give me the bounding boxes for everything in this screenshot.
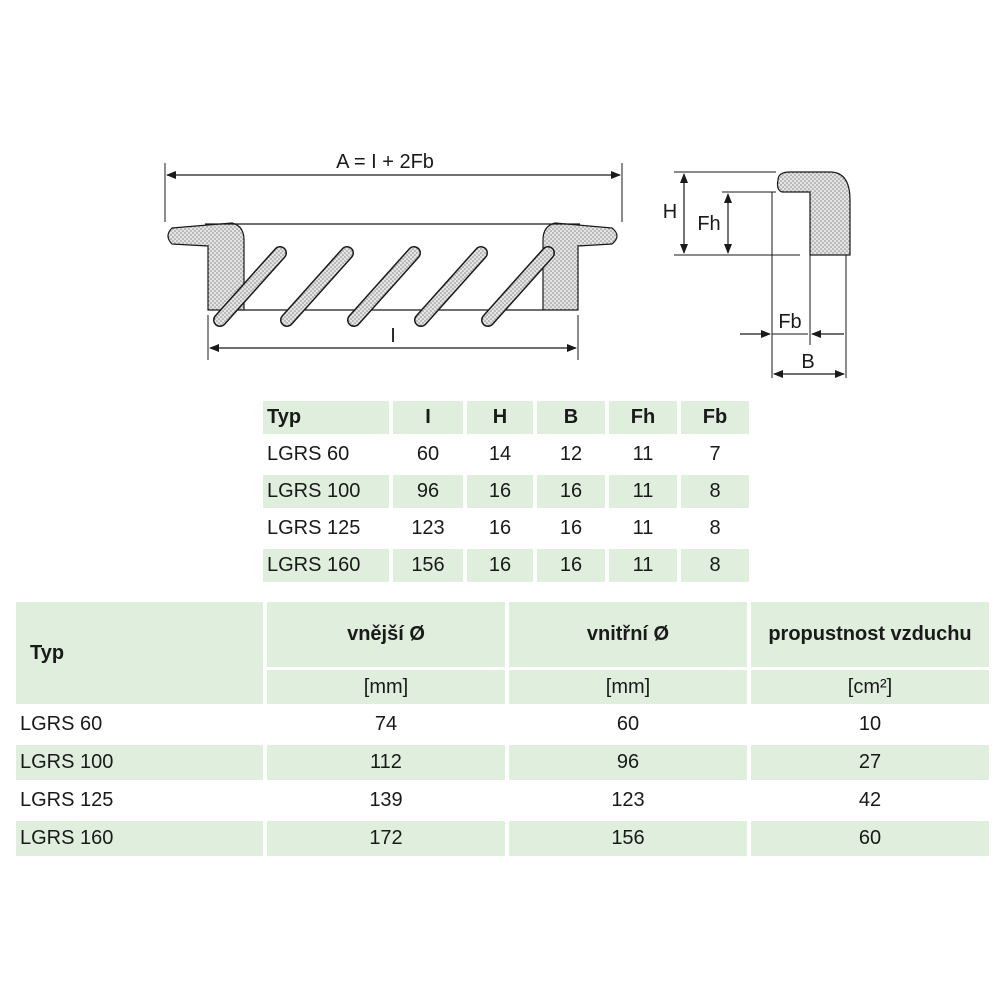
header-fh: Fh (609, 401, 677, 434)
cell-inner-diameter: 123 (611, 789, 645, 811)
cell-h: 16 (467, 549, 533, 582)
cell-b: 16 (537, 549, 605, 582)
cell-fh: 11 (609, 549, 677, 582)
cell-b: 16 (537, 475, 605, 508)
header-fb: Fb (681, 401, 749, 434)
cell-inner-diameter: 96 (509, 745, 747, 780)
table-row: LGRS 100 112 96 27 (16, 745, 989, 780)
cell-typ: LGRS 160 (263, 549, 389, 582)
dimensions-header-row: Typ I H B Fh Fb (263, 401, 749, 434)
header-i: I (393, 401, 463, 434)
table-row: LGRS 125 139 123 42 (16, 783, 989, 818)
cell-air-permeability: 27 (751, 745, 989, 780)
flow-unit-row: [mm] [mm] [cm²] (16, 670, 989, 704)
label-fb: Fb (778, 311, 801, 333)
cell-fb: 7 (709, 443, 721, 465)
unit-inner-diameter: [mm] (509, 670, 747, 704)
cell-fb: 8 (681, 549, 749, 582)
profile-detail: H Fh Fb B (663, 171, 851, 378)
table-row: LGRS 125 123 16 16 11 8 (263, 512, 749, 545)
cell-outer-diameter: 74 (374, 713, 398, 735)
cell-h: 16 (467, 475, 533, 508)
cell-typ: LGRS 60 (20, 713, 103, 735)
header-typ: Typ (16, 602, 263, 704)
table-row: LGRS 60 74 60 10 (16, 707, 989, 742)
dimension-a: A = I + 2Fb (164, 151, 623, 222)
header-typ: Typ (263, 401, 389, 434)
technical-drawing: A = I + 2Fb I (164, 151, 851, 378)
label-overall-width: A = I + 2Fb (336, 151, 434, 173)
cell-typ: LGRS 125 (20, 789, 114, 811)
flow-header-row: Typ vnější Ø vnitřní Ø propustnost vzduc… (16, 602, 989, 704)
grille-cross-section (167, 222, 618, 327)
cell-typ: LGRS 100 (263, 475, 389, 508)
cell-typ: LGRS 160 (16, 821, 263, 856)
dimension-i: I (207, 315, 579, 360)
header-outer-diameter: vnější Ø (267, 602, 505, 668)
label-fh: Fh (697, 213, 720, 235)
dimensions-table: Typ I H B Fh Fb LGRS 60 60 14 12 11 7 LG… (259, 397, 753, 586)
header-air-permeability: propustnost vzduchu (751, 602, 989, 668)
header-h: H (467, 401, 533, 434)
header-inner-diameter: vnitřní Ø (509, 602, 747, 668)
cell-i: 60 (416, 443, 440, 465)
unit-outer-diameter: [mm] (267, 670, 505, 704)
cell-fb: 8 (681, 475, 749, 508)
cell-inner-diameter: 156 (509, 821, 747, 856)
cell-air-permeability: 42 (858, 789, 882, 811)
cell-b: 16 (559, 517, 583, 539)
label-inner-width: I (390, 325, 396, 347)
cell-b: 12 (559, 443, 583, 465)
cell-fh: 11 (609, 475, 677, 508)
label-height: H (663, 201, 677, 223)
cell-i: 123 (411, 517, 445, 539)
cell-outer-diameter: 139 (369, 789, 403, 811)
header-b: B (537, 401, 605, 434)
cell-h: 14 (488, 443, 512, 465)
cell-air-permeability: 60 (751, 821, 989, 856)
table-row: LGRS 60 60 14 12 11 7 (263, 438, 749, 471)
cell-inner-diameter: 60 (616, 713, 640, 735)
cell-h: 16 (488, 517, 512, 539)
table-row: LGRS 100 96 16 16 11 8 (263, 475, 749, 508)
flow-table: Typ vnější Ø vnitřní Ø propustnost vzduc… (12, 599, 993, 859)
cell-typ: LGRS 100 (16, 745, 263, 780)
unit-air-permeability: [cm²] (751, 670, 989, 704)
cell-typ: LGRS 125 (267, 517, 361, 539)
cell-fh: 11 (632, 443, 654, 465)
cell-i: 156 (393, 549, 463, 582)
cell-fb: 8 (709, 517, 721, 539)
table-row: LGRS 160 172 156 60 (16, 821, 989, 856)
cell-outer-diameter: 112 (267, 745, 505, 780)
table-row: LGRS 160 156 16 16 11 8 (263, 549, 749, 582)
cell-fh: 11 (632, 517, 654, 539)
cell-typ: LGRS 60 (267, 443, 350, 465)
label-b: B (801, 351, 814, 373)
cell-outer-diameter: 172 (267, 821, 505, 856)
cell-air-permeability: 10 (858, 713, 882, 735)
cell-i: 96 (393, 475, 463, 508)
